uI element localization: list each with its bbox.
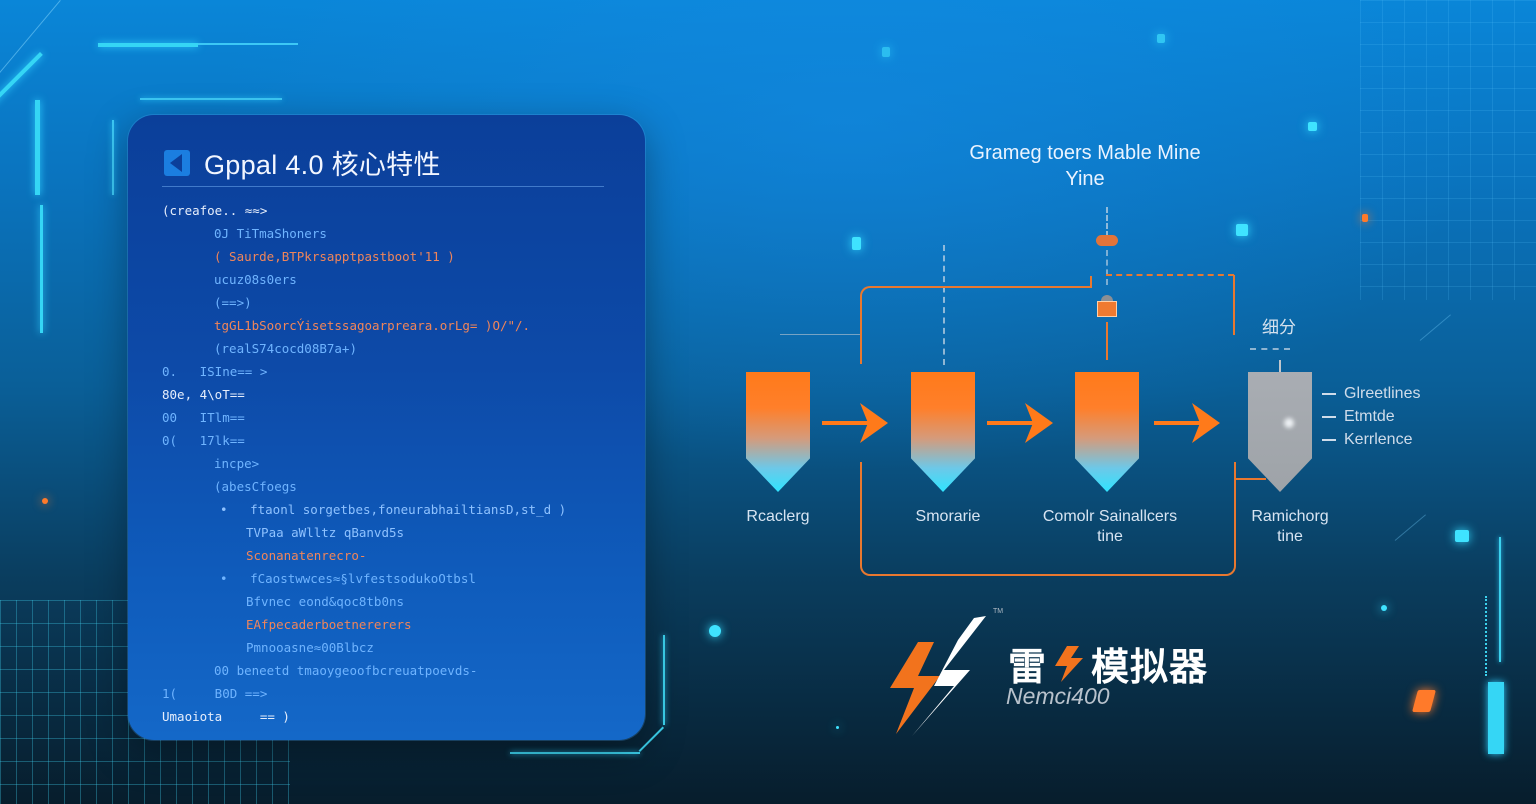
dashed-connector [1233, 275, 1235, 335]
arrow-right-icon [822, 403, 888, 443]
feedback-loop-top-end [1090, 276, 1092, 288]
valve-icon [1097, 295, 1117, 323]
arrow-right-icon [1154, 403, 1220, 443]
logo-char-1: 雷 [1008, 647, 1048, 689]
particle [852, 237, 861, 250]
code-line: incpe> [214, 456, 260, 471]
background-grid-top-right [1360, 0, 1536, 300]
particle [1381, 605, 1387, 611]
card-divider [162, 186, 604, 187]
neon-frame-line [35, 100, 40, 195]
diagram-title-line1: Grameg toers Mable Mine [969, 142, 1201, 164]
light-streak [1419, 314, 1451, 341]
dashed-connector [1106, 207, 1108, 237]
neon-frame-line [1499, 537, 1501, 662]
feedback-loop-link [1236, 478, 1266, 480]
code-line: 00 ITlm== [162, 410, 245, 425]
side-list: Glreetlines Etmtde Kerrlence [1322, 385, 1420, 449]
stage-label-2: Smorarie [915, 508, 981, 525]
particle [882, 47, 890, 57]
feature-card: Gppal 4.0 核心特性 (creafoe.. ≈≈> 0J TiTmaSho… [128, 115, 645, 740]
glow-spot [1284, 418, 1294, 428]
diagram-title-line2: Yine [1065, 168, 1105, 190]
code-line: (creafoe.. ≈≈> [162, 203, 268, 218]
dash-icon [1322, 416, 1336, 418]
side-list-item: Etmtde [1322, 408, 1420, 426]
logo-char-2: 模拟器 [1091, 647, 1209, 689]
arrow-right-icon [987, 403, 1053, 443]
code-line: ( Saurde,BTPkrsapptpastboot'11 ) [214, 249, 455, 264]
code-line: Sconanatenrecro- [246, 548, 367, 563]
stage-block-4[interactable] [1248, 372, 1312, 492]
lightning-small-icon [1055, 645, 1084, 682]
side-list-item: Glreetlines [1322, 385, 1420, 403]
code-line: 0. ISIne== > [162, 364, 268, 379]
grey-line [780, 334, 860, 335]
neon-frame-line [140, 98, 282, 100]
neon-frame-line [198, 43, 298, 45]
side-list-item: Kerrlence [1322, 431, 1420, 449]
code-line: Pmnooasne≈00Blbcz [246, 640, 374, 655]
sensor-node [1096, 235, 1118, 246]
particle [42, 498, 48, 504]
neon-bar [1488, 682, 1504, 754]
card-header: Gppal 4.0 核心特性 [164, 143, 441, 182]
neon-frame-line [40, 205, 43, 333]
dashed-connector [943, 245, 945, 365]
particle [709, 625, 721, 637]
connector [1279, 360, 1281, 374]
particle [1157, 34, 1165, 43]
lightning-logo-icon [890, 616, 986, 736]
code-line: 0( 17lk== [162, 433, 245, 448]
dashed-connector [1250, 348, 1290, 350]
code-line: EAfpecaderboetnererers [246, 617, 412, 632]
code-line: tgGL1bSoorcÝisetssagoarpreara.orLg= )O/"… [214, 318, 531, 333]
code-line: • fCaostwwces≈§lvfestsodukoOtbsl [220, 571, 476, 586]
dash-icon [1322, 439, 1336, 441]
neon-frame-line [0, 52, 43, 105]
stage-label-4: Ramichorg tine [1251, 508, 1329, 545]
stage-label-1: Rcaclerg [746, 508, 810, 525]
light-streak [1394, 514, 1426, 541]
neon-frame-line [638, 726, 665, 752]
neon-frame-line [98, 43, 198, 47]
feedback-loop-bottom [860, 462, 1236, 576]
chevron-left-icon[interactable] [164, 149, 190, 176]
feedback-loop-top [860, 286, 1092, 364]
code-line: TVPaa aWlltz qBanvd5s [246, 525, 405, 540]
neon-frame-line [510, 752, 640, 754]
neon-frame-line [663, 635, 665, 725]
code-line: 00 beneetd tmaoygeoofbcreuatpoevds- [214, 663, 478, 678]
particle [1412, 690, 1436, 712]
code-line: 0J TiTmaShoners [214, 226, 327, 241]
dashed-connector [1106, 250, 1108, 285]
diagram-title: Grameg toers Mable Mine Yine [930, 140, 1240, 192]
code-line: (realS74cocd08B7a+) [214, 341, 357, 356]
card-title: Gppal 4.0 核心特性 [204, 150, 441, 180]
stage-label-3: Comolr Sainallcers tine [1042, 508, 1178, 545]
logo-title: 雷 模拟器 [1008, 636, 1208, 691]
stage-block-1[interactable] [746, 372, 810, 492]
side-title: 细分 [1262, 318, 1296, 337]
neon-frame-line [1485, 596, 1487, 676]
code-line: (abesCfoegs [214, 479, 297, 494]
particle [1362, 214, 1368, 222]
logo-subtitle: Nemci400 [1006, 683, 1110, 709]
dashed-connector [1106, 274, 1234, 276]
code-line: Bfvnec eond&qoc8tb0ns [246, 594, 405, 609]
code-line: • ftaonl sorgetbes,foneurabhailtiansD,st… [220, 502, 567, 517]
particle [1236, 224, 1248, 236]
code-line: Umaoiota == ) [162, 709, 290, 724]
trademark: TM [993, 608, 1004, 615]
particle [836, 726, 839, 729]
particle [1308, 122, 1317, 131]
code-line: (==>) [214, 295, 252, 310]
valve-stem [1106, 322, 1108, 360]
particle [1455, 530, 1469, 542]
neon-frame-line [112, 120, 114, 195]
code-line: ucuz08s0ers [214, 272, 297, 287]
dash-icon [1322, 393, 1336, 395]
code-line: 80e, 4\oT== [162, 387, 245, 402]
code-line: 1( B0D ==> [162, 686, 268, 701]
